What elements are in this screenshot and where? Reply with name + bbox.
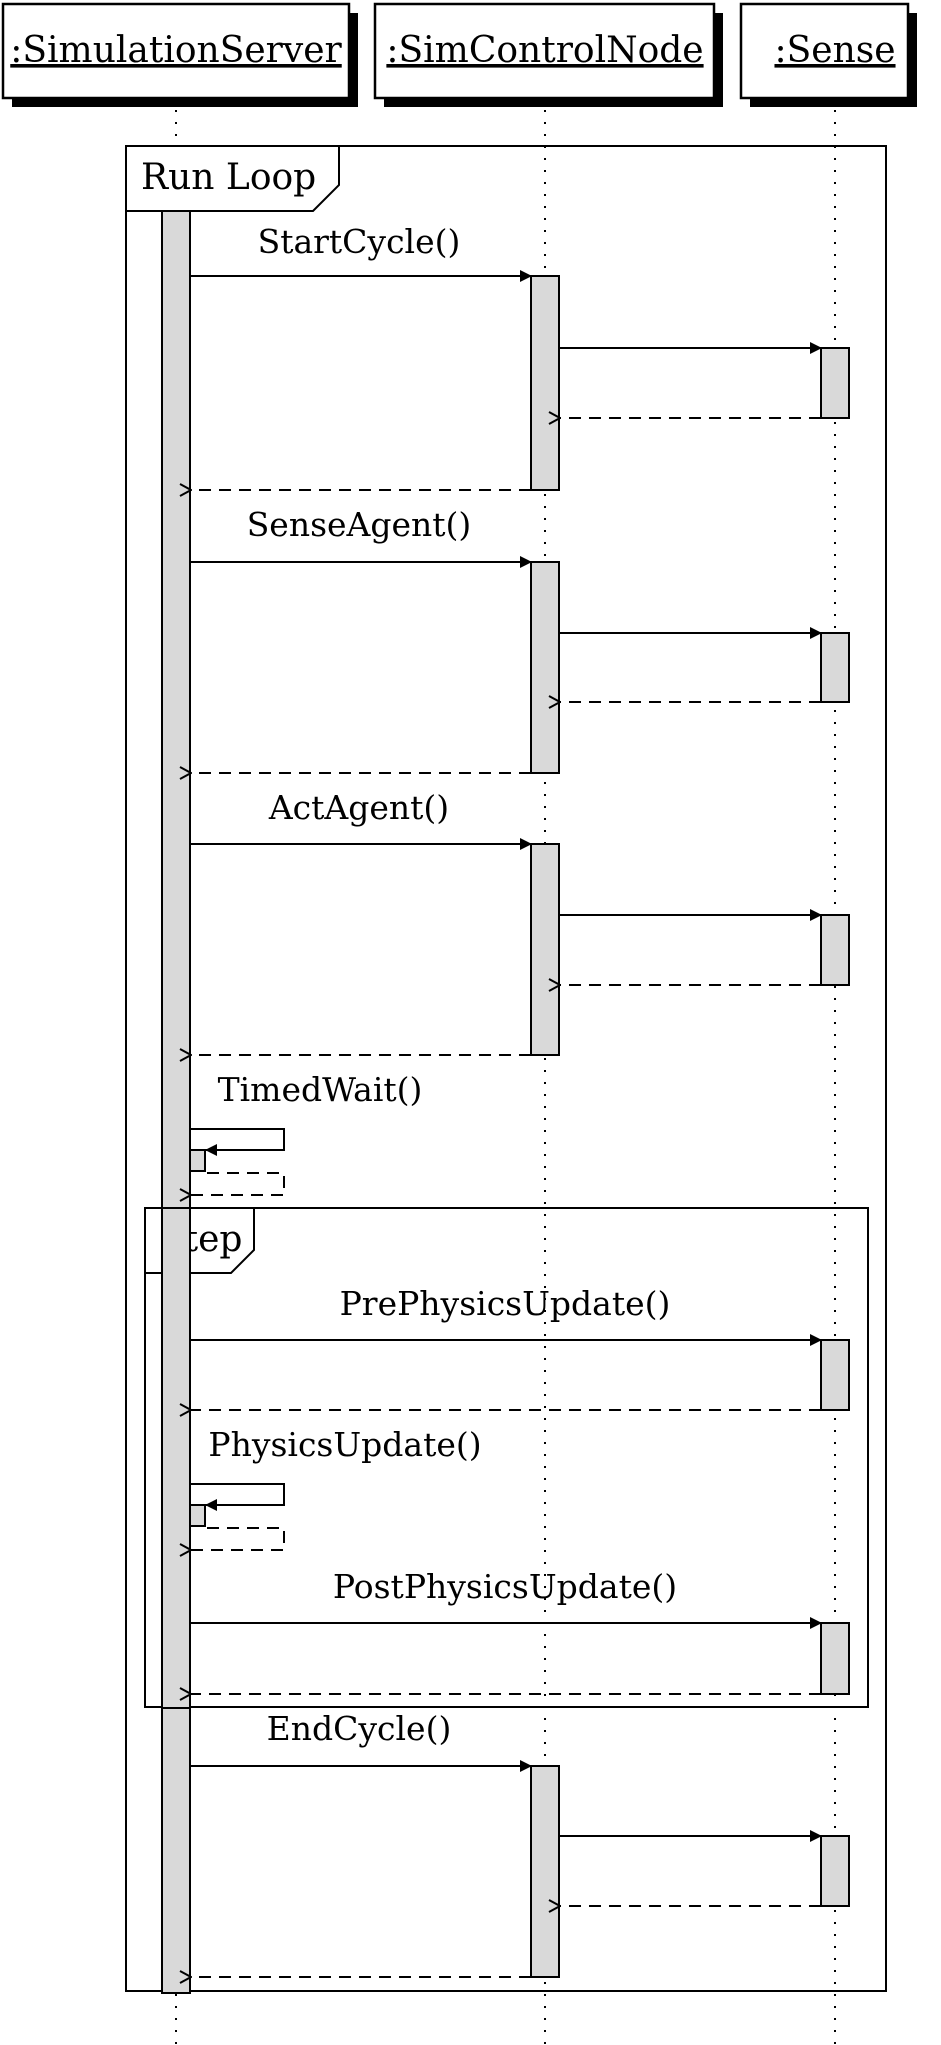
activation-sim-control-node bbox=[530, 275, 560, 491]
fragment-label: Run Loop bbox=[141, 157, 316, 198]
activation-sim-control-node bbox=[530, 1765, 560, 1978]
participant-sense: :Sense bbox=[739, 2, 917, 107]
activation-simulation-server-overlay bbox=[161, 1207, 191, 1709]
message-label: SenseAgent() bbox=[247, 505, 472, 544]
activation-sim-control-node bbox=[530, 843, 560, 1056]
message-label: EndCycle() bbox=[267, 1709, 452, 1748]
activation-sim-control-node bbox=[530, 561, 560, 774]
activation-sense bbox=[820, 1835, 850, 1907]
fragment-run-loop: Run Loop bbox=[125, 145, 887, 1992]
activation-self-call bbox=[189, 1149, 206, 1172]
message-label: StartCycle() bbox=[258, 222, 461, 261]
self-call-arrow bbox=[190, 1128, 285, 1156]
self-call-arrow bbox=[190, 1483, 285, 1511]
activation-sense bbox=[820, 632, 850, 703]
self-return-arrow bbox=[191, 1172, 285, 1195]
message-group-pre-physics-update: PrePhysicsUpdate() bbox=[190, 1284, 850, 1411]
message-group-sense-agent: SenseAgent() bbox=[190, 505, 850, 774]
activation-sense bbox=[820, 347, 850, 419]
participant-label: :Sense bbox=[774, 30, 895, 71]
message-group-act-agent: ActAgent() bbox=[190, 788, 850, 1056]
message-group-physics-update: PhysicsUpdate() bbox=[190, 1425, 482, 1550]
message-label: PhysicsUpdate() bbox=[208, 1425, 481, 1464]
activation-simulation-server bbox=[161, 210, 191, 1994]
message-label: ActAgent() bbox=[268, 788, 449, 827]
activation-sense bbox=[820, 1622, 850, 1695]
self-return-arrow bbox=[191, 1527, 285, 1550]
participant-label: :SimControlNode bbox=[386, 30, 703, 71]
participant-label: :SimulationServer bbox=[10, 30, 342, 71]
message-group-post-physics-update: PostPhysicsUpdate() bbox=[190, 1567, 850, 1695]
message-group-start-cycle: StartCycle() bbox=[190, 222, 850, 491]
activation-sense bbox=[820, 1339, 850, 1411]
message-label: TimedWait() bbox=[218, 1070, 423, 1109]
activation-sense bbox=[820, 914, 850, 986]
activation-self-call bbox=[189, 1504, 206, 1527]
message-label: PrePhysicsUpdate() bbox=[340, 1284, 671, 1323]
message-label: PostPhysicsUpdate() bbox=[333, 1567, 677, 1606]
participant-simulation-server: :SimulationServer bbox=[1, 2, 358, 107]
message-group-timed-wait: TimedWait() bbox=[190, 1070, 422, 1195]
participant-sim-control-node: :SimControlNode bbox=[373, 2, 723, 107]
message-group-end-cycle: EndCycle() bbox=[190, 1709, 850, 1978]
